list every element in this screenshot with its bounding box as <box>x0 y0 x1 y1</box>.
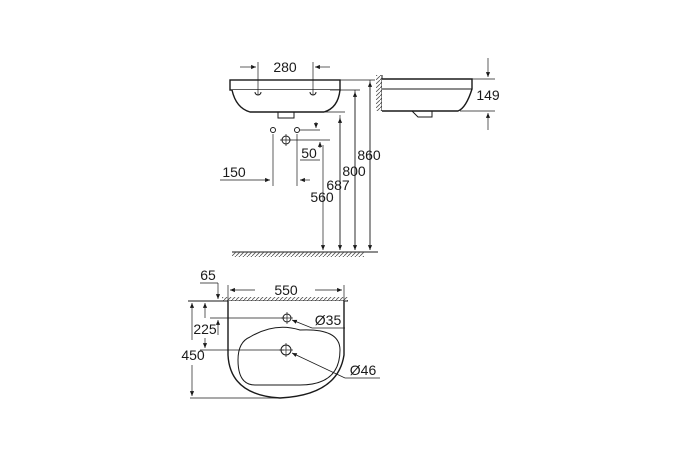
waste-outlet <box>277 111 295 119</box>
front-view: 280 150 50 560 687 800 860 <box>220 59 381 257</box>
dim-height-waste: 560 <box>310 189 334 205</box>
dim-height-bowl: 800 <box>342 163 366 179</box>
supply-valve-right <box>294 127 300 133</box>
dim-width: 550 <box>274 282 298 298</box>
dim-waste-drop: 50 <box>301 145 317 161</box>
wall-hatch <box>376 75 382 111</box>
side-view: 149 <box>376 58 500 130</box>
wall-hatch-top <box>222 297 348 301</box>
supply-valve-left <box>270 127 276 133</box>
floor-hatch <box>232 252 364 257</box>
dim-height-supply: 687 <box>326 177 350 193</box>
dim-waste-offset: 150 <box>222 164 246 180</box>
basin-bowl <box>231 89 341 113</box>
dim-waste-diameter: Ø46 <box>350 362 377 378</box>
dim-tap-diameter: Ø35 <box>315 312 342 328</box>
dim-depth: 450 <box>181 347 205 363</box>
dim-basin-height: 149 <box>476 87 500 103</box>
dim-tap-depth: 225 <box>193 321 217 337</box>
top-view: 550 65 225 450 Ø35 Ø46 <box>181 267 380 399</box>
dim-tap-spacing: 280 <box>273 59 297 75</box>
dim-height-rim: 860 <box>357 147 381 163</box>
bowl-outline-top <box>237 326 341 386</box>
basin-rim <box>229 79 341 91</box>
dim-tap-from-wall: 65 <box>200 267 216 283</box>
basin-side-profile <box>382 78 473 112</box>
